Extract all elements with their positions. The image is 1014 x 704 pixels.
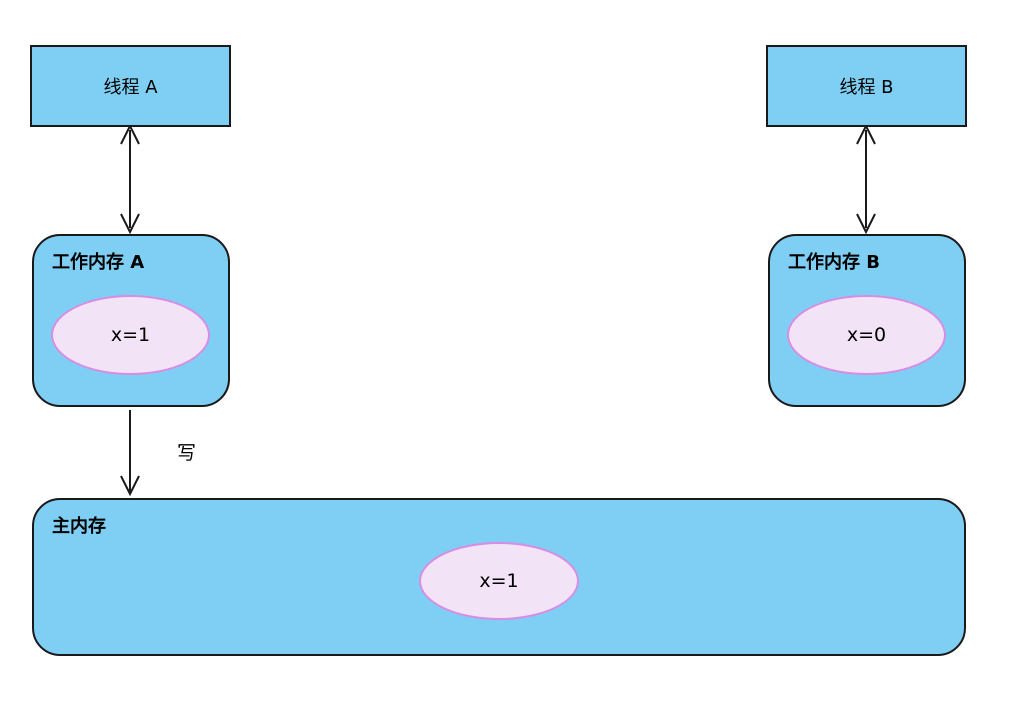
- working-memory-a-variable: x=1: [51, 295, 210, 375]
- thread-b-memory-arrow: [856, 123, 876, 235]
- working-memory-a-value: x=1: [110, 324, 151, 346]
- working-memory-b-title: 工作内存 B: [788, 252, 880, 273]
- main-memory-box: 主内存 x=1: [32, 498, 966, 656]
- thread-a-box: 线程 A: [30, 45, 231, 127]
- thread-a-label: 线程 A: [103, 77, 158, 98]
- thread-b-box: 线程 B: [766, 45, 967, 127]
- main-memory-title: 主内存: [52, 516, 106, 537]
- working-memory-b-box: 工作内存 B x=0: [768, 234, 966, 407]
- write-label: 写: [177, 442, 197, 464]
- main-memory-value: x=1: [479, 570, 519, 592]
- thread-b-label: 线程 B: [839, 77, 894, 98]
- working-memory-b-variable: x=0: [787, 295, 946, 375]
- working-memory-b-value: x=0: [846, 324, 887, 346]
- thread-a-memory-arrow: [120, 123, 140, 235]
- working-memory-a-title: 工作内存 A: [52, 252, 145, 273]
- write-arrow: [120, 410, 140, 497]
- main-memory-variable: x=1: [419, 542, 579, 620]
- working-memory-a-box: 工作内存 A x=1: [32, 234, 230, 407]
